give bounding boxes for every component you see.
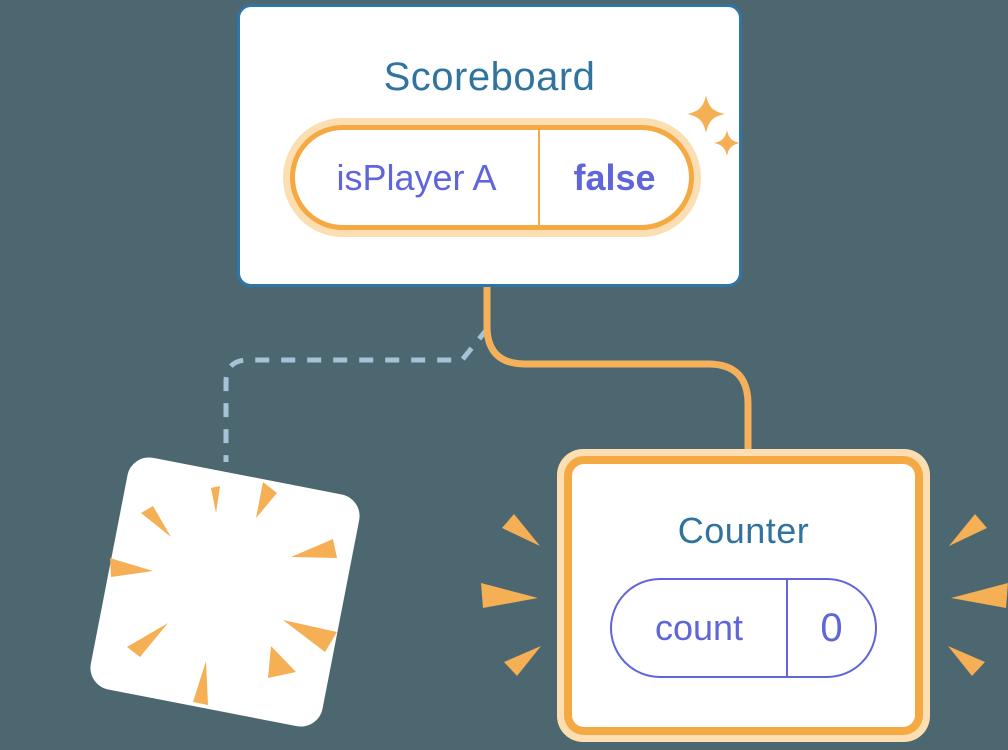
dashed-connector-to-destroyed [223,326,490,462]
counter-state-pill: count 0 [610,578,877,678]
counter-component-card: Counter count 0 [564,456,923,735]
pill-divider [538,130,540,225]
scoreboard-title: Scoreboard [383,55,596,99]
scoreboard-state-pill: isPlayer A false [290,125,694,230]
counter-title: Counter [677,510,810,551]
solid-connector-to-counter [483,280,752,470]
state-value: false [573,156,656,198]
scoreboard-component-card: Scoreboard isPlayer A false [237,4,742,287]
state-label: count [654,607,744,648]
state-value: 0 [820,605,843,650]
counter-card-halo: Counter count 0 [557,449,930,742]
state-label: isPlayer A [336,156,497,198]
pill-divider [786,580,788,676]
destroyed-component-card [86,453,364,731]
